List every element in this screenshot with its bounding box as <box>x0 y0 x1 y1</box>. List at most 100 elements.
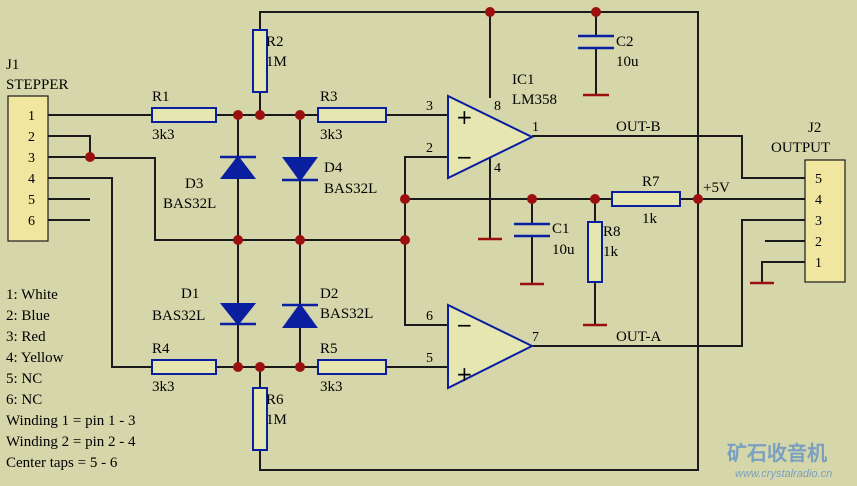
opamp-a-minus: − <box>456 313 473 337</box>
ic-pin-2: 2 <box>426 141 433 156</box>
diode-d1 <box>219 303 257 326</box>
resistor-r4 <box>151 359 217 375</box>
j2-ref: J2 <box>808 120 821 136</box>
r7-ref: R7 <box>642 174 660 190</box>
note-line: 4: Yellow <box>6 350 64 366</box>
r5-ref: R5 <box>320 341 338 357</box>
c1-ref: C1 <box>552 221 570 237</box>
r3-ref: R3 <box>320 89 338 105</box>
r7-value: 1k <box>642 211 658 227</box>
opamp-b-plus: + <box>456 105 473 129</box>
junctions <box>85 7 703 372</box>
d4-value: BAS32L <box>324 181 377 197</box>
j2-pin-3: 3 <box>815 214 822 229</box>
r1-value: 3k3 <box>152 127 175 143</box>
r1-ref: R1 <box>152 89 170 105</box>
d3-value: BAS32L <box>163 196 216 212</box>
r3-value: 3k3 <box>320 127 343 143</box>
j1-pin-6: 6 <box>28 214 35 229</box>
ic-ref: IC1 <box>512 72 535 88</box>
note-line: 2: Blue <box>6 308 50 324</box>
j1-pin-2: 2 <box>28 130 35 145</box>
j2-pin-5: 5 <box>815 172 822 187</box>
resistor-r6 <box>252 387 268 451</box>
resistor-r1 <box>151 107 217 123</box>
note-line: 5: NC <box>6 371 42 387</box>
c1-value: 10u <box>552 242 575 258</box>
j1-pin-5: 5 <box>28 193 35 208</box>
net-out-b: OUT-B <box>616 119 660 135</box>
capacitors <box>514 34 614 238</box>
r5-value: 3k3 <box>320 379 343 395</box>
r6-ref: R6 <box>266 392 284 408</box>
net-vcc: +5V <box>703 180 730 196</box>
diode-d2 <box>282 303 318 328</box>
j2-pin-4: 4 <box>815 193 822 208</box>
ic-pin-1: 1 <box>532 120 539 135</box>
c2-ref: C2 <box>616 34 634 50</box>
capacitor-c1 <box>514 222 550 238</box>
opamp-a-plus: + <box>456 362 473 386</box>
diode-d3 <box>219 155 257 179</box>
resistor-r2 <box>252 29 268 93</box>
d2-ref: D2 <box>320 286 338 302</box>
note-line: Winding 1 = pin 1 - 3 <box>6 413 136 429</box>
j1-pin-4: 4 <box>28 172 35 187</box>
diode-d4 <box>282 157 318 182</box>
ic-pin-7: 7 <box>532 330 539 345</box>
note-line: 6: NC <box>6 392 42 408</box>
r2-ref: R2 <box>266 34 284 50</box>
c2-value: 10u <box>616 54 639 70</box>
resistor-r8 <box>587 221 603 283</box>
connector-j1: J1 STEPPER 1 2 3 4 5 6 <box>6 57 69 242</box>
wires <box>48 11 805 471</box>
note-line: Winding 2 = pin 2 - 4 <box>6 434 136 450</box>
r8-value: 1k <box>603 244 619 260</box>
resistor-r3 <box>317 107 387 123</box>
d1-ref: D1 <box>181 286 199 302</box>
d3-ref: D3 <box>185 176 203 192</box>
j2-pin-2: 2 <box>815 235 822 250</box>
net-out-a: OUT-A <box>616 329 661 345</box>
j2-pin-1: 1 <box>815 256 822 271</box>
note-line: Center taps = 5 - 6 <box>6 455 118 471</box>
ic-pin-4: 4 <box>494 161 501 176</box>
d4-ref: D4 <box>324 160 343 176</box>
d1-value: BAS32L <box>152 308 205 324</box>
ic-value: LM358 <box>512 92 557 108</box>
r4-value: 3k3 <box>152 379 175 395</box>
watermark-logo: 矿石收音机 <box>727 441 827 465</box>
ic-pin-8: 8 <box>494 99 501 114</box>
r2-value: 1M <box>266 54 287 70</box>
notes: 1: White 2: Blue 3: Red 4: Yellow 5: NC … <box>6 287 136 471</box>
capacitor-c2 <box>578 34 614 50</box>
note-line: 1: White <box>6 287 58 303</box>
j2-name: OUTPUT <box>771 140 830 156</box>
j1-ref: J1 <box>6 57 19 73</box>
connector-j2: J2 OUTPUT 5 4 3 2 1 <box>771 120 846 283</box>
resistor-r5 <box>317 359 387 375</box>
r8-ref: R8 <box>603 224 621 240</box>
ic-pin-5: 5 <box>426 351 433 366</box>
ic-pin-3: 3 <box>426 99 433 114</box>
note-line: 3: Red <box>6 329 46 345</box>
ic-pin-6: 6 <box>426 309 433 324</box>
opamp-a: − + <box>447 303 535 390</box>
ground-symbols <box>478 93 774 327</box>
j1-name: STEPPER <box>6 77 69 93</box>
opamp-b-minus: − <box>456 145 473 169</box>
watermark: 矿石收音机 www.crystalradio.cn <box>727 441 832 480</box>
j1-pin-3: 3 <box>28 151 35 166</box>
component-labels: R1 3k3 R2 1M R3 3k3 R4 3k3 R5 3k3 R6 1M … <box>152 34 730 428</box>
d2-value: BAS32L <box>320 306 373 322</box>
opamp-b: + − <box>447 94 535 180</box>
resistors <box>151 29 681 451</box>
j1-pin-1: 1 <box>28 109 35 124</box>
watermark-url: www.crystalradio.cn <box>735 468 832 480</box>
resistor-r7 <box>611 191 681 207</box>
r4-ref: R4 <box>152 341 170 357</box>
r6-value: 1M <box>266 412 287 428</box>
diodes <box>219 155 318 328</box>
